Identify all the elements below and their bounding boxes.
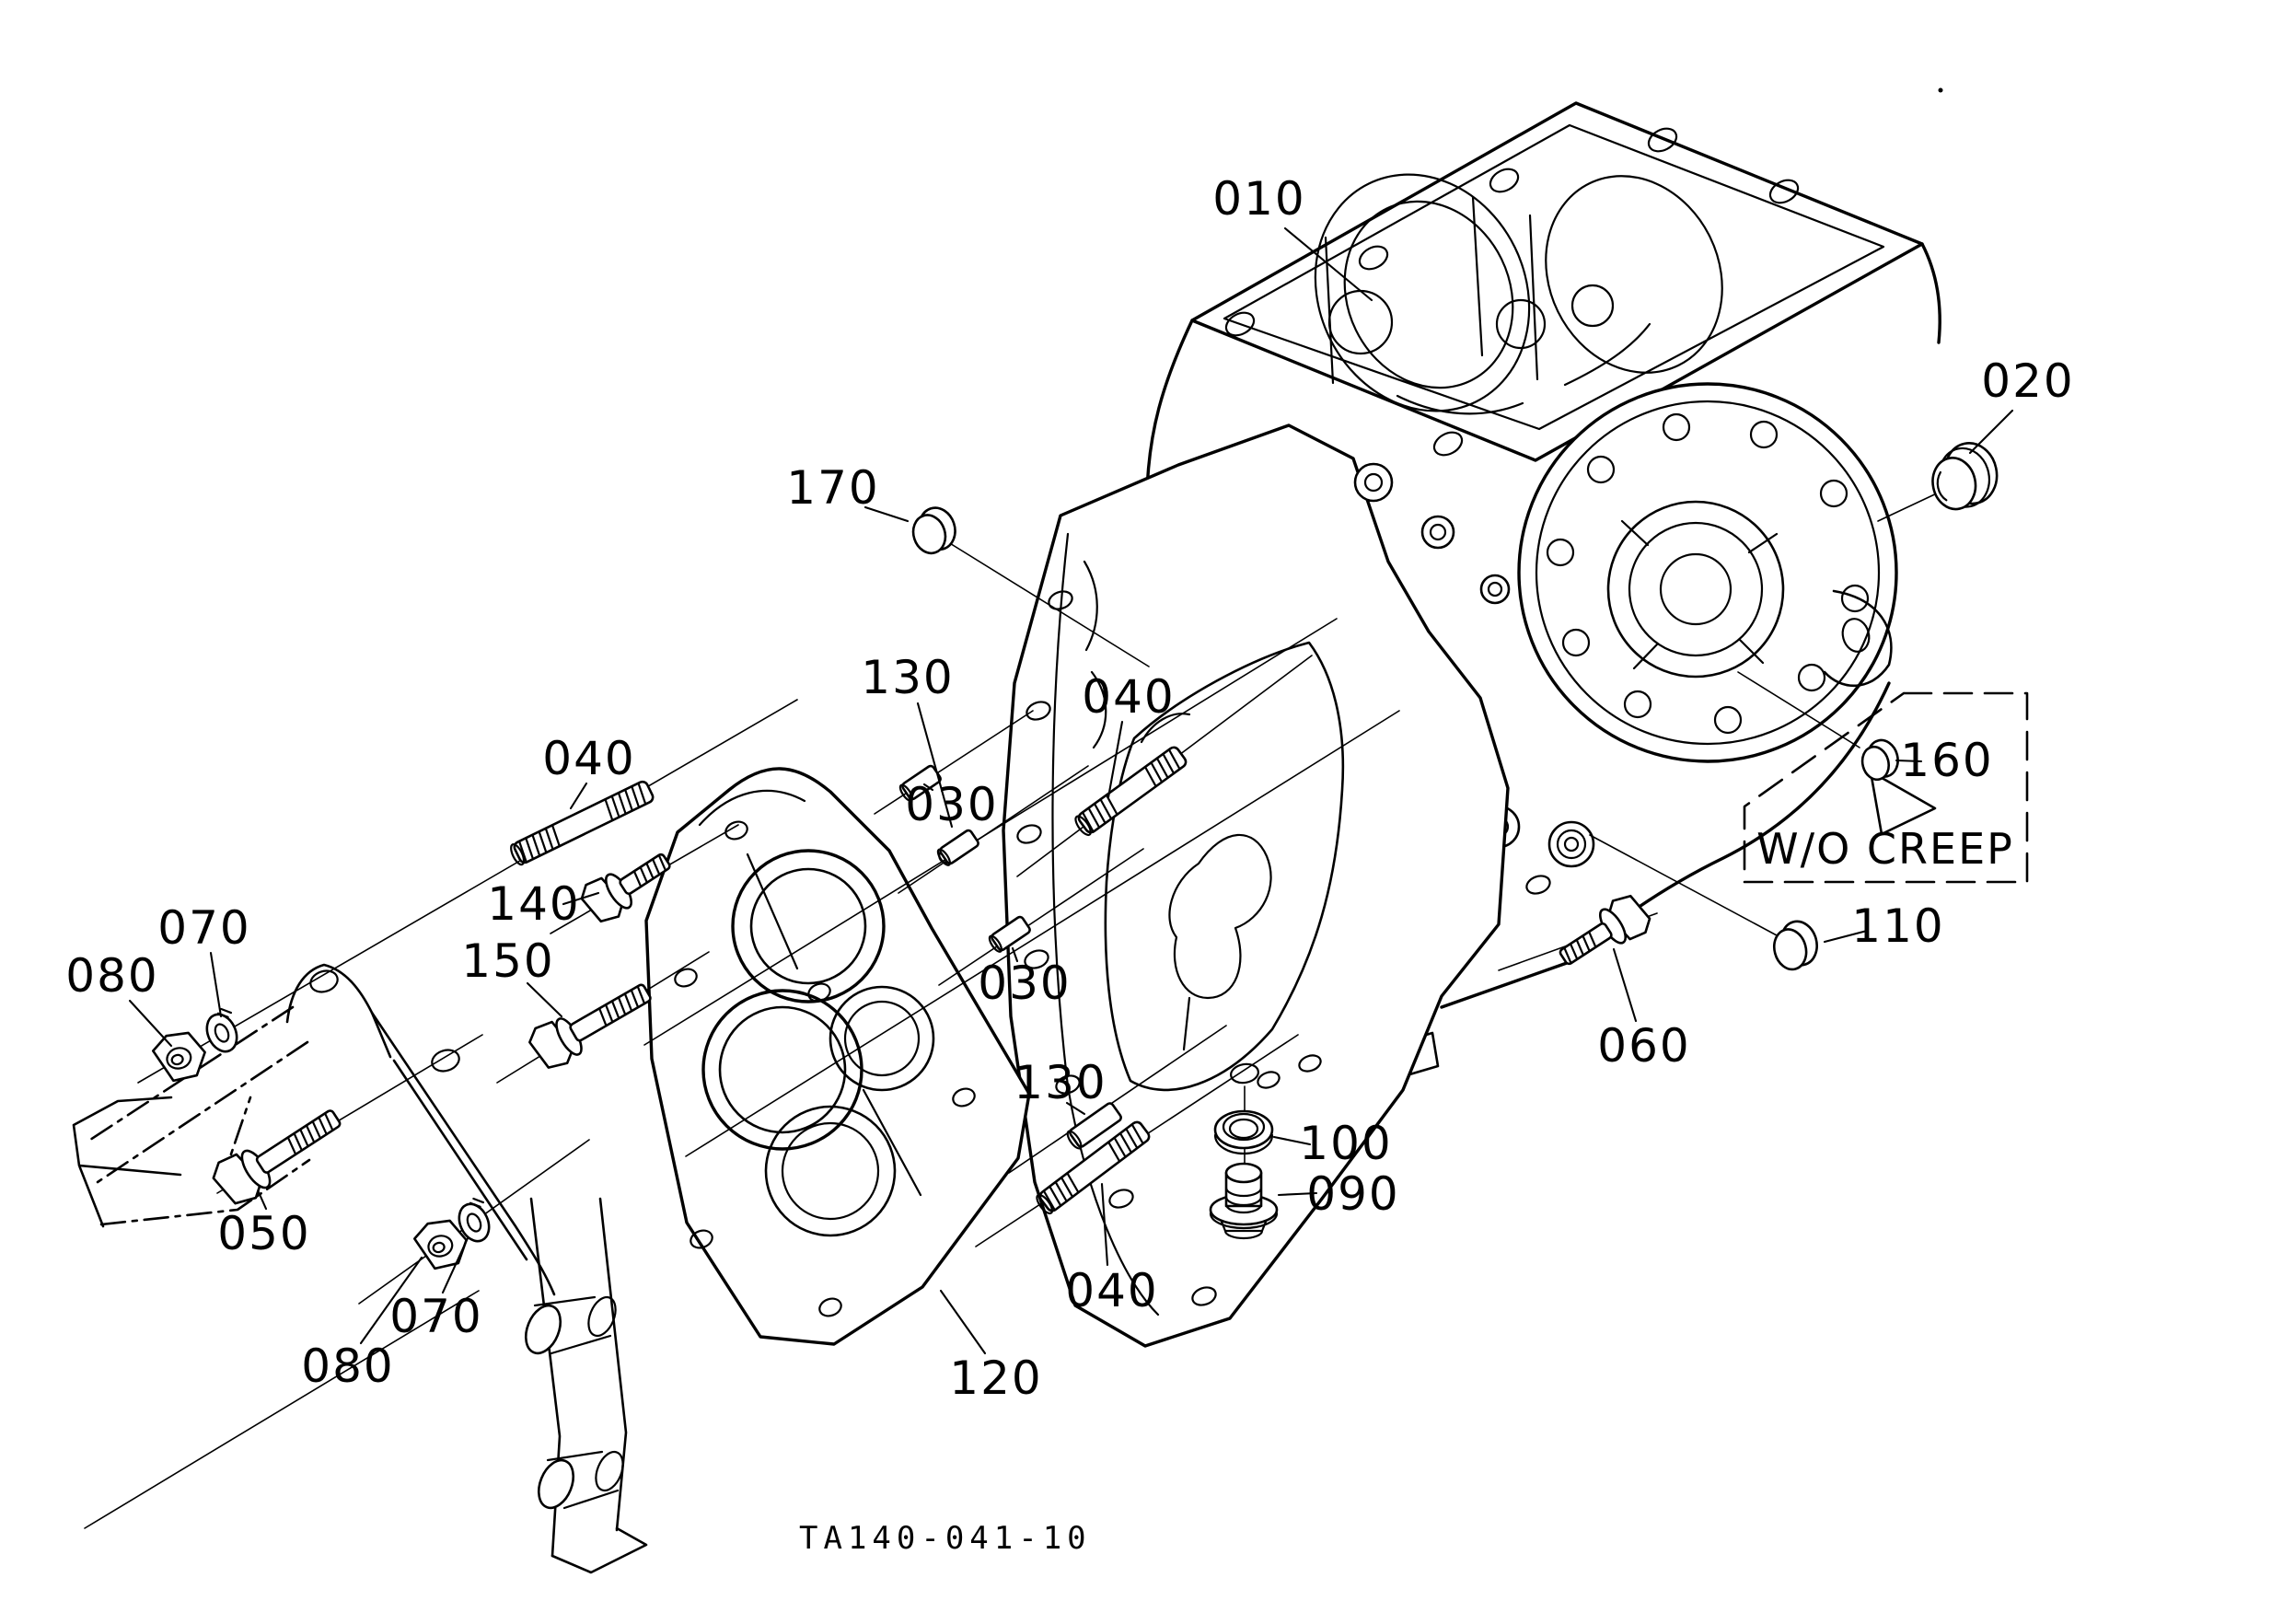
leader-line-050-18 [257,1190,268,1211]
part-callout-130-15: 130 [1014,1056,1107,1109]
nut-080-upper [151,1031,206,1083]
leader-line-120-22 [939,1289,987,1355]
part-callout-020-1: 020 [1981,354,2074,408]
leader-line-110-9 [1823,929,1869,944]
seal-ring-100 [1213,1109,1274,1155]
leader-line-060-14 [1612,947,1638,1023]
pin-130-upper [936,829,979,866]
cap-160 [1860,738,1899,782]
leader-line-040-19 [1100,1182,1109,1267]
part-callout-070-20: 070 [389,1290,482,1343]
top-flange-holes [1224,127,1800,457]
pin-030-lower [988,915,1031,953]
part-callout-050-18: 050 [217,1207,310,1260]
leader-line-130-15 [1065,1101,1086,1116]
part-callout-060-14: 060 [1597,1019,1690,1073]
leader-line-020-1 [1968,409,2014,455]
part-callout-100-16: 100 [1299,1117,1392,1170]
drawing-number: TA140-041-10 [799,1520,1092,1557]
part-callout-040-19: 040 [1065,1264,1158,1317]
leader-line-170-2 [863,505,910,523]
leader-line-070-20 [441,1236,469,1294]
part-callout-110-9: 110 [1851,899,1944,953]
part-callout-090-17: 090 [1306,1167,1399,1221]
leader-line-070-10 [209,951,223,1018]
plug-020 [1931,442,1999,511]
leader-line-150-12 [526,981,563,1018]
part-callout-140-7: 140 [487,877,580,931]
part-callout-130-3: 130 [861,651,954,704]
print-speck [1938,87,1943,93]
mid-case-top-bosses [1353,462,1511,605]
rear-case-drawing [1145,87,1943,1077]
note-box-text: W/O CREEP [1756,824,2014,874]
leader-line-040-4 [1107,720,1124,799]
rear-case-interior [1314,173,1723,415]
bolt-150 [528,983,652,1069]
leader-line-080-21 [359,1256,423,1345]
part-callout-030-13: 030 [978,957,1071,1010]
leader-line-160-8 [1895,759,1923,763]
leader-line-140-7 [562,891,600,906]
cap-110 [1773,920,1818,971]
mid-case-flange-holes [1016,590,1322,1306]
leader-line-080-11 [128,999,173,1048]
leader-line-030-6 [922,783,934,792]
stud-040-middle [1074,746,1188,837]
part-callout-040-4: 040 [1082,670,1175,724]
note-box: W/O CREEP [1743,691,2029,884]
washer-070-lower [458,1197,491,1243]
part-callout-030-6: 030 [905,778,998,831]
small-parts [151,442,1999,1270]
leader-line-100-16 [1272,1135,1312,1146]
stud-040-left [510,780,655,866]
part-callout-120-22: 120 [949,1351,1042,1405]
rear-flange-disc [1517,382,1937,836]
bolt-140 [580,853,671,923]
part-callout-080-21: 080 [301,1340,394,1393]
part-callout-010-0: 010 [1212,172,1305,226]
leader-line-010-0 [1283,226,1373,302]
pin-130-lower [1066,1102,1122,1150]
stud-040-bottom [1036,1120,1151,1215]
part-callout-080-11: 080 [65,949,158,1003]
mid-case-drawing [1002,423,1511,1348]
cap-170 [911,506,956,555]
bolt-050 [212,1109,342,1205]
front-plate-drawing [644,767,1031,1346]
leader-line-130-3 [916,702,954,829]
bolt-060 [1559,894,1651,966]
leader-line-040-5 [569,782,588,810]
washer-070-upper [205,1007,238,1053]
part-callout-070-10: 070 [157,901,250,955]
part-callout-150-12: 150 [461,934,554,988]
drain-plug-090 [1209,1162,1279,1240]
part-callout-170-2: 170 [786,461,879,515]
part-callout-040-5: 040 [542,732,635,785]
leader-line-030-13 [1011,946,1019,963]
part-callout-160-8: 160 [1900,734,1993,787]
leader-line-090-17 [1277,1191,1318,1197]
